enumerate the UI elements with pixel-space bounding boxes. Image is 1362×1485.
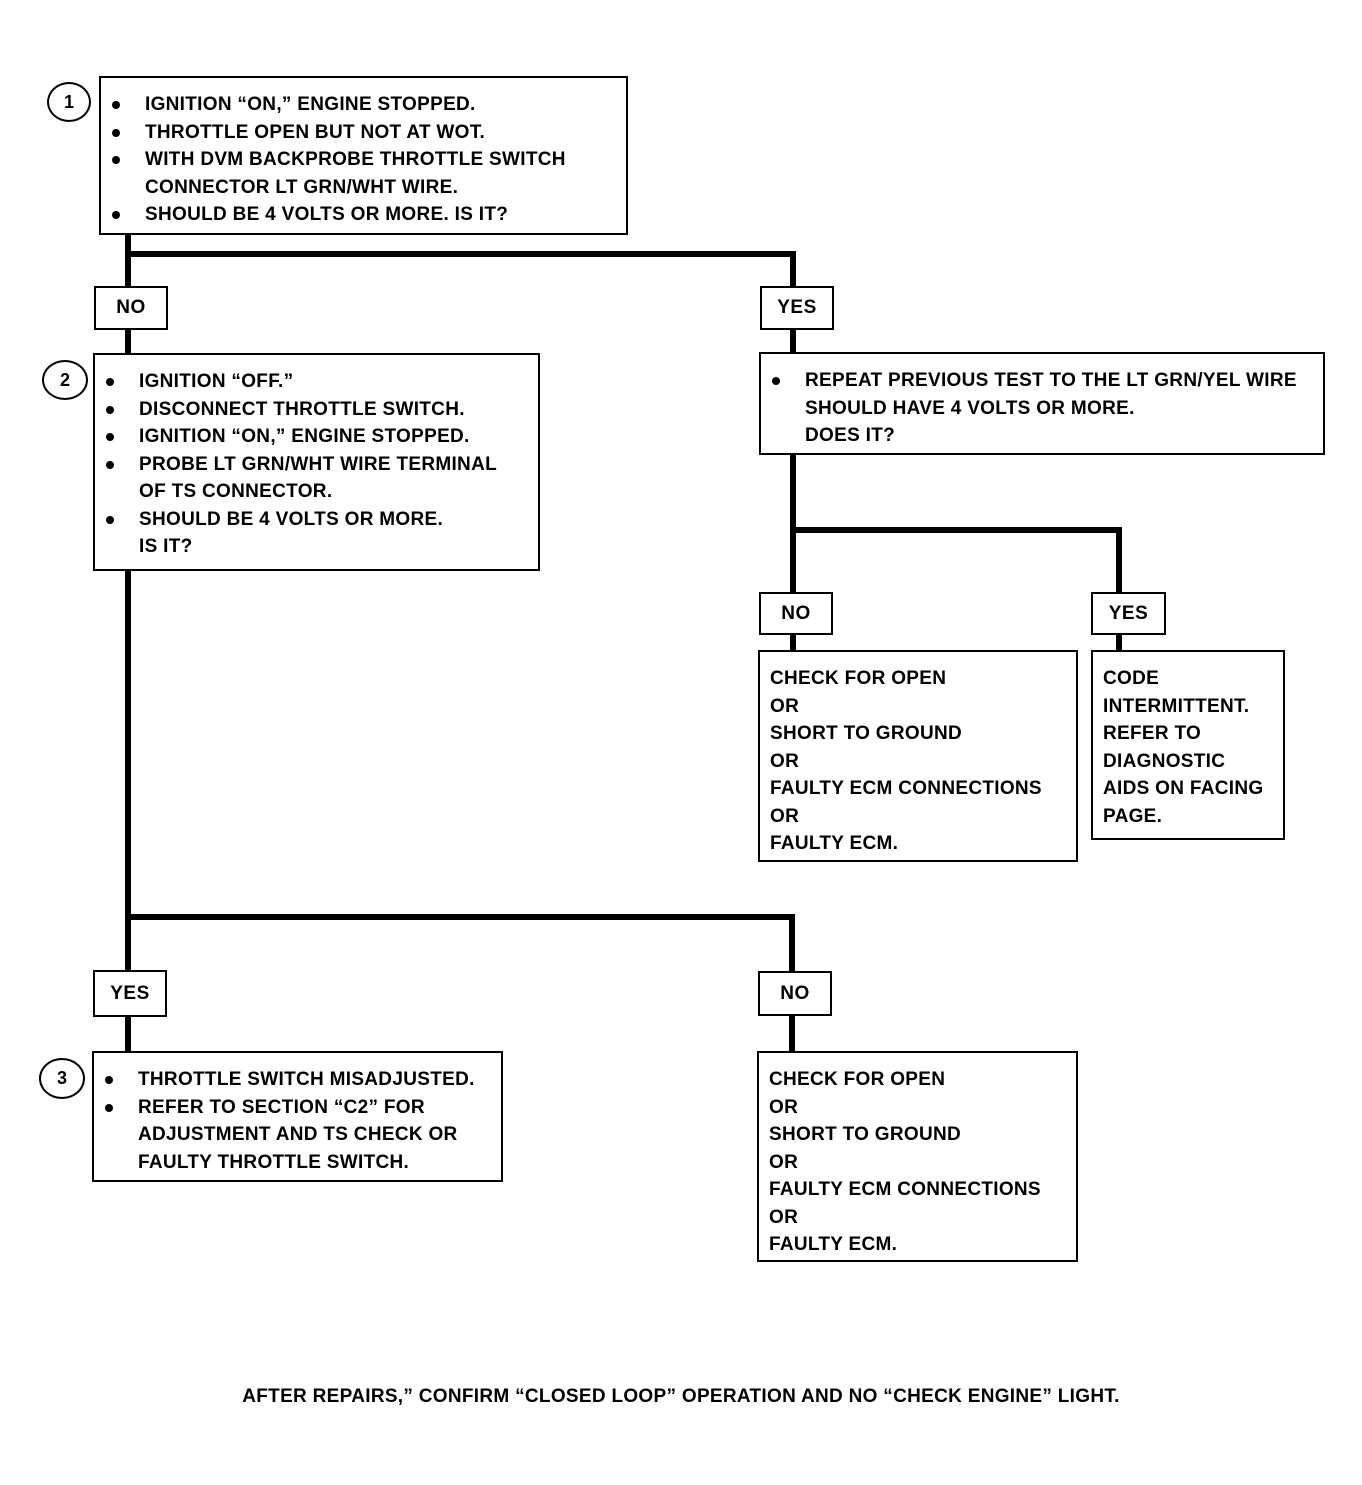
- box-code-intermittent: CODE INTERMITTENT. REFER TO DIAGNOSTIC A…: [1091, 650, 1285, 840]
- step-1-number: 1: [63, 91, 74, 112]
- check-lower-text: CHECK FOR OPEN OR SHORT TO GROUND OR FAU…: [769, 1069, 1041, 1255]
- label-no-1-text: NO: [116, 297, 146, 318]
- step-3-circle: 3: [39, 1058, 85, 1099]
- label-no-1: NO: [94, 286, 168, 330]
- label-no-2-text: NO: [781, 602, 811, 624]
- label-no-3: NO: [758, 971, 832, 1016]
- step-1-circle: 1: [47, 82, 91, 122]
- box-check-open-upper: CHECK FOR OPEN OR SHORT TO GROUND OR FAU…: [758, 650, 1078, 862]
- label-no-2: NO: [759, 592, 833, 635]
- box2-item: PROBE LT GRN/WHT WIRE TERMINAL OF TS CON…: [95, 451, 538, 506]
- box2-item: SHOULD BE 4 VOLTS OR MORE. IS IT?: [95, 506, 538, 561]
- label-yes-3-text: YES: [110, 982, 150, 1004]
- box1-item: THROTTLE OPEN BUT NOT AT WOT.: [101, 119, 626, 147]
- box1-item: WITH DVM BACKPROBE THROTTLE SWITCH CONNE…: [101, 146, 626, 201]
- box3-item: THROTTLE SWITCH MISADJUSTED.: [94, 1066, 501, 1094]
- box-repeat-test: REPEAT PREVIOUS TEST TO THE LT GRN/YEL W…: [759, 352, 1325, 455]
- step-3-number: 3: [56, 1068, 67, 1088]
- check-upper-text: CHECK FOR OPEN OR SHORT TO GROUND OR FAU…: [770, 668, 1042, 854]
- footer-note: AFTER REPAIRS,” CONFIRM “CLOSED LOOP” OP…: [242, 1386, 1120, 1407]
- box-step-3: THROTTLE SWITCH MISADJUSTED. REFER TO SE…: [92, 1051, 503, 1182]
- step-2-number: 2: [59, 369, 70, 390]
- repeat-item: REPEAT PREVIOUS TEST TO THE LT GRN/YEL W…: [761, 367, 1323, 450]
- connector-box2-no: [125, 914, 795, 978]
- box1-item: IGNITION “ON,” ENGINE STOPPED.: [101, 91, 626, 119]
- label-yes-2: YES: [1091, 592, 1166, 635]
- box2-item: IGNITION “ON,” ENGINE STOPPED.: [95, 423, 538, 451]
- label-yes-3: YES: [93, 970, 167, 1017]
- box-step-1: IGNITION “ON,” ENGINE STOPPED. THROTTLE …: [99, 76, 628, 235]
- box3-item: REFER TO SECTION “C2” FOR ADJUSTMENT AND…: [94, 1094, 501, 1177]
- label-yes-2-text: YES: [1108, 602, 1149, 624]
- label-yes-1-text: YES: [777, 297, 817, 318]
- label-yes-1: YES: [760, 286, 834, 330]
- box2-item: IGNITION “OFF.”: [95, 368, 538, 396]
- label-no-3-text: NO: [780, 982, 810, 1004]
- box-step-2: IGNITION “OFF.” DISCONNECT THROTTLE SWIT…: [93, 353, 540, 571]
- code-text: CODE INTERMITTENT. REFER TO DIAGNOSTIC A…: [1103, 668, 1264, 827]
- connector-box1-yes: [125, 251, 796, 290]
- box1-item: SHOULD BE 4 VOLTS OR MORE. IS IT?: [101, 201, 626, 229]
- box-check-open-lower: CHECK FOR OPEN OR SHORT TO GROUND OR FAU…: [757, 1051, 1078, 1262]
- step-2-circle: 2: [42, 360, 88, 400]
- connector-repeat-yes: [790, 527, 1122, 596]
- box2-item: DISCONNECT THROTTLE SWITCH.: [95, 396, 538, 424]
